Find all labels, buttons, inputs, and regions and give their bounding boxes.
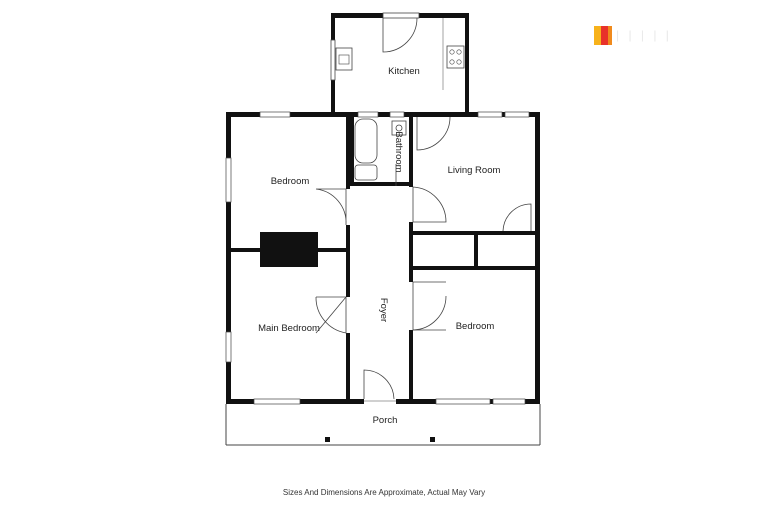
house-walls <box>225 111 540 405</box>
porch <box>225 404 541 446</box>
fireplace <box>260 232 318 267</box>
stove-icon <box>446 45 465 69</box>
logo-text: | | | | | <box>616 28 672 42</box>
kitchen: Kitchen <box>330 12 469 113</box>
room-label-living-room: Living Room <box>448 165 501 176</box>
room-label-main-bedroom: Main Bedroom <box>258 323 320 334</box>
sink-icon <box>335 47 353 71</box>
door-swings <box>315 116 532 400</box>
room-label-bedroom-1: Bedroom <box>271 176 310 187</box>
logo-bar-red <box>601 26 608 45</box>
room-label-kitchen: Kitchen <box>388 66 420 77</box>
room-label-bedroom-2: Bedroom <box>456 321 495 332</box>
disclaimer-text: Sizes And Dimensions Are Approximate, Ac… <box>282 488 486 497</box>
logo-bar-orange <box>608 26 612 45</box>
room-label-porch: Porch <box>373 415 398 426</box>
room-label-foyer: Foyer <box>378 298 389 322</box>
toilet-icon <box>354 164 378 181</box>
bathtub-icon <box>354 118 378 164</box>
bathroom-fixtures <box>354 118 407 181</box>
logo-bar-yellow <box>594 26 601 45</box>
brand-logo: | | | | | <box>594 26 734 46</box>
room-label-bathroom: Bathroom <box>393 131 404 172</box>
